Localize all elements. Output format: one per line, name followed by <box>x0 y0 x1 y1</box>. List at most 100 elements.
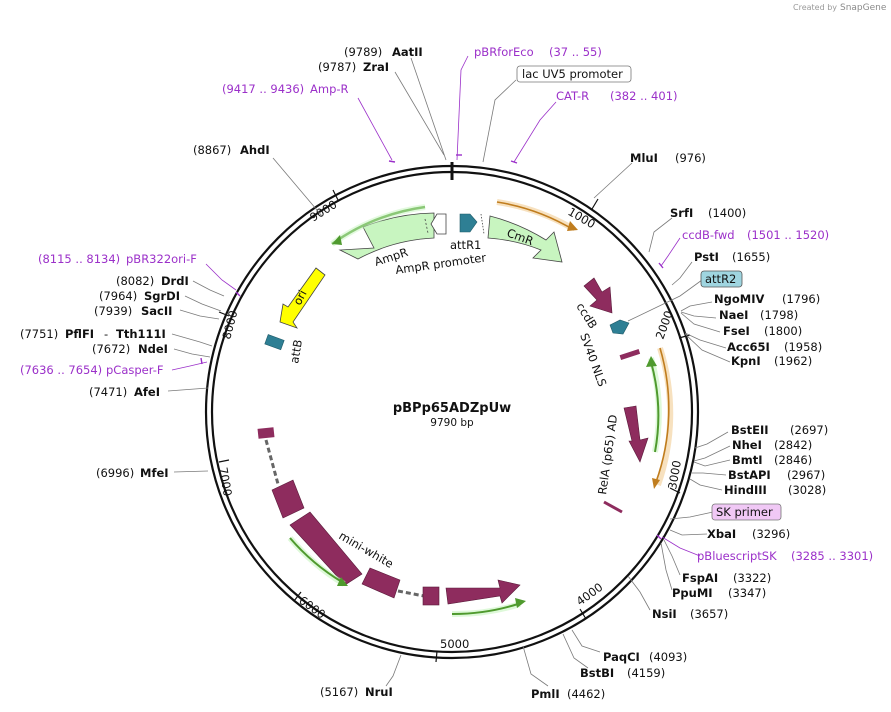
site-sep-pflfi: - <box>104 327 108 341</box>
tick-label-3000: 3000 <box>665 459 684 490</box>
mini-white-exon-6[interactable] <box>445 579 521 605</box>
lead-fspai <box>663 539 681 576</box>
site-name-ppumi[interactable]: PpuMI <box>672 586 713 600</box>
site-pos-fspai: (3322) <box>733 571 771 585</box>
site-pos-pmli: (4462) <box>567 687 605 701</box>
ampr-arrow[interactable] <box>338 212 435 260</box>
lead-pbr322ori-f <box>205 263 237 291</box>
site-name-acc65i[interactable]: Acc65I <box>727 340 770 354</box>
site-name-drdi[interactable]: DrdI <box>161 274 189 288</box>
site-name-bmti[interactable]: BmtI <box>732 453 763 467</box>
primer-range-cat-r: (382 .. 401) <box>610 89 678 103</box>
attr2-arrow[interactable] <box>609 319 630 335</box>
lead-kpni <box>684 333 731 363</box>
site-name-nrui[interactable]: NruI <box>365 685 393 699</box>
rela-ad-arrow[interactable] <box>623 405 649 463</box>
primer-name-amp-r[interactable]: Amp-R <box>310 82 349 96</box>
site-name-ndei[interactable]: NdeI <box>138 342 168 356</box>
site-name-psti[interactable]: PstI <box>694 250 719 264</box>
site-name-bstbi[interactable]: BstBI <box>580 666 614 680</box>
primer-name-pbrforeco[interactable]: pBRforEco <box>474 45 534 59</box>
mini-white-exon-5[interactable] <box>422 586 440 606</box>
primer-name-pbluescriptsk[interactable]: pBluescriptSK <box>697 549 777 563</box>
site-name-mfei[interactable]: MfeI <box>140 466 169 480</box>
site-pos-afei: (7471) <box>89 385 127 399</box>
site-name-naei[interactable]: NaeI <box>719 308 748 322</box>
site-pos-kpni: (1962) <box>774 354 812 368</box>
ccdb-arrow[interactable] <box>583 277 613 314</box>
site-name-paqci[interactable]: PaqCI <box>603 650 640 664</box>
sk-primer-box[interactable] <box>711 503 782 521</box>
lead-xbai <box>669 529 708 536</box>
site-name-afei[interactable]: AfeI <box>134 385 160 399</box>
feature-label-attb: attB <box>287 338 305 364</box>
plasmid-length: 9790 bp <box>430 417 474 429</box>
feature-label-rela-ad: RelA (p65) AD <box>595 414 620 496</box>
site-name-pflfi[interactable]: PflFI <box>65 327 94 341</box>
lead-srfi <box>648 217 673 253</box>
lead-psti <box>671 261 693 286</box>
tick-mark <box>579 608 587 620</box>
lac-uv5-box[interactable] <box>516 65 632 83</box>
site-name-pmli[interactable]: PmlI <box>531 687 560 701</box>
attb-box[interactable] <box>264 334 285 351</box>
mini-white-green-arc2 <box>451 603 519 616</box>
lead-pbluescriptsk <box>661 536 701 557</box>
site-name-bstapi[interactable]: BstAPI <box>728 468 771 482</box>
site-name-bsteii[interactable]: BstEII <box>731 423 769 437</box>
attr1-arrow[interactable] <box>459 213 478 233</box>
site-pos-drdi: (8082) <box>116 274 154 288</box>
site-pos-nsii: (3657) <box>690 607 728 621</box>
primer-name-cat-r[interactable]: CAT-R <box>556 89 589 103</box>
mini-white-exon-2[interactable] <box>271 479 305 519</box>
primer-name-pbr322ori-f[interactable]: pBR322ori-F <box>126 252 197 266</box>
credit-brand[interactable]: SnapGene <box>840 3 887 13</box>
site-name-ahdi[interactable]: AhdI <box>240 143 270 157</box>
lead-aatii <box>410 57 447 161</box>
lead-sgrdi <box>184 295 222 312</box>
site-pos-ppumi: (3347) <box>728 586 766 600</box>
primer-name-pcasper-f[interactable]: pCasper-F <box>106 363 164 377</box>
lead-nrui <box>385 654 402 687</box>
site-name-nhei[interactable]: NheI <box>732 438 762 452</box>
attr2-box[interactable] <box>700 270 743 288</box>
lead-ahdi <box>272 157 323 217</box>
site-name-tth111i[interactable]: Tth111I <box>116 327 166 341</box>
site-pos-sacii: (7939) <box>94 304 132 318</box>
site-name-srfi[interactable]: SrfI <box>670 206 693 220</box>
site-pos-hindiii: (3028) <box>788 483 826 497</box>
attr1-hatch <box>480 213 485 235</box>
site-name-nsii[interactable]: NsiI <box>652 607 677 621</box>
site-name-zrai[interactable]: ZraI <box>363 60 389 74</box>
right-orange-arrowhead <box>652 478 660 489</box>
ori-arrow[interactable] <box>279 267 326 329</box>
site-name-sacii[interactable]: SacII <box>141 304 172 318</box>
site-name-aatii[interactable]: AatII <box>392 45 423 59</box>
lead-naei <box>680 311 717 319</box>
label-lac-uv5: lac UV5 promoter <box>522 67 623 81</box>
site-name-ngomiv[interactable]: NgoMIV <box>714 292 764 306</box>
mini-white-intron-1 <box>264 439 280 485</box>
tick-label-5000: 5000 <box>440 637 469 651</box>
site-name-kpni[interactable]: KpnI <box>731 354 761 368</box>
lead-nsii <box>627 575 651 611</box>
site-name-xbai[interactable]: XbaI <box>707 527 736 541</box>
site-name-fsei[interactable]: FseI <box>723 324 750 338</box>
tick-marks <box>218 189 691 663</box>
cmr-arrow[interactable] <box>487 215 563 263</box>
primer-name-ccdb-fwd[interactable]: ccdB-fwd <box>682 228 735 242</box>
mini-white-exon-3[interactable] <box>289 511 363 586</box>
mini-white-exon-1[interactable] <box>257 427 275 439</box>
sv40-nls-box[interactable] <box>619 349 641 360</box>
ampr-promoter-arrow[interactable] <box>430 213 447 235</box>
site-name-hindiii[interactable]: HindIII <box>724 483 767 497</box>
site-pos-aatii: (9789) <box>344 45 382 59</box>
site-name-mlui[interactable]: MluI <box>630 151 658 165</box>
mini-white-exon-4[interactable] <box>361 567 401 599</box>
primer-range-pbluescriptsk: (3285 .. 3301) <box>791 549 873 563</box>
site-name-fspai[interactable]: FspAI <box>682 571 718 585</box>
site-name-sgrdi[interactable]: SgrDI <box>144 289 180 303</box>
site-pos-bstapi: (2967) <box>787 468 825 482</box>
label-sk-primer: SK primer <box>716 505 773 519</box>
